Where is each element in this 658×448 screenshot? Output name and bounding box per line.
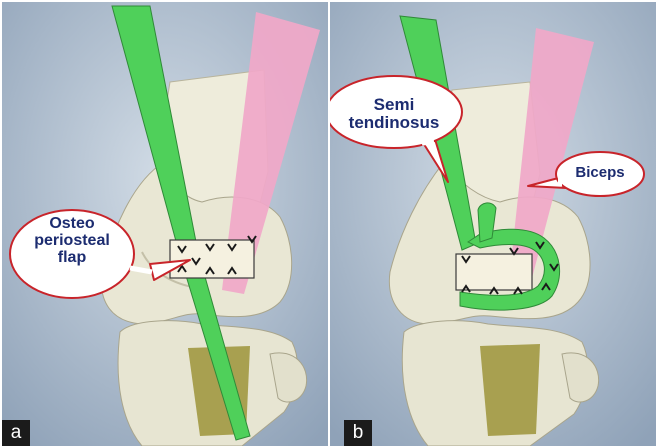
semi-line: Semi: [330, 96, 458, 114]
ligament: [480, 344, 540, 436]
panel-b: Semi tendinosus Biceps b: [330, 2, 656, 446]
biceps-label: Biceps: [560, 165, 640, 181]
semi-callout-joint: [422, 142, 434, 143]
periosteal-line: periosteal: [18, 233, 126, 250]
panel-b-letter: b: [344, 420, 372, 446]
panel-a: Osteo periosteal flap a: [2, 2, 328, 446]
flap-line: flap: [18, 250, 126, 267]
panel-a-letter: a: [2, 420, 30, 446]
tendinosus-line: tendinosus: [330, 114, 458, 132]
biceps-line: Biceps: [560, 165, 640, 181]
osteo-line: Osteo: [18, 216, 126, 233]
semitendinosus-label: Semi tendinosus: [330, 96, 458, 132]
panel-b-illustration: [330, 2, 656, 446]
osteo-periosteal-flap-label: Osteo periosteal flap: [18, 216, 126, 266]
